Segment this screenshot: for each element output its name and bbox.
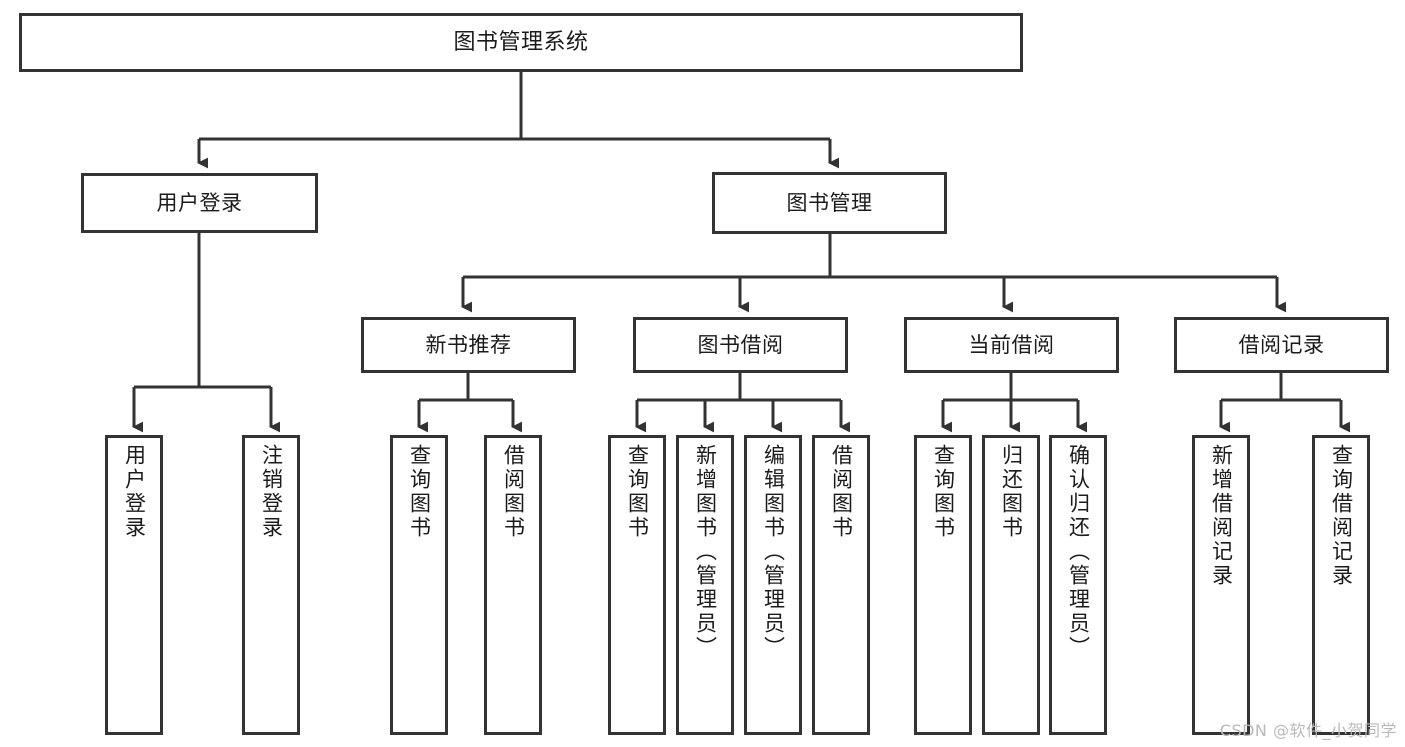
node-label: 图书管理系统	[453, 29, 589, 55]
node-leaf-current-return-book[interactable]: 归还图书	[982, 435, 1040, 735]
node-leaf-current-query-book[interactable]: 查询图书	[914, 435, 972, 735]
node-leaf-borrow-edit-book-admin[interactable]: 编辑图书（管理员）	[744, 435, 802, 735]
node-leaf-logout[interactable]: 注销登录	[242, 435, 300, 735]
node-label: 借阅记录	[1238, 332, 1325, 357]
node-leaf-borrow-add-book-admin[interactable]: 新增图书（管理员）	[676, 435, 734, 735]
node-book-management[interactable]: 图书管理	[712, 172, 947, 234]
node-label: 查询图书	[625, 444, 650, 540]
node-leaf-borrow-borrow-book[interactable]: 借阅图书	[812, 435, 870, 735]
node-leaf-newbook-borrow-book[interactable]: 借阅图书	[484, 435, 542, 735]
node-label: 新增图书（管理员）	[693, 444, 718, 660]
node-label: 用户登录	[156, 190, 243, 215]
node-label: 新增借阅记录	[1209, 444, 1234, 588]
node-label: 注销登录	[259, 444, 284, 540]
node-borrow-record[interactable]: 借阅记录	[1174, 317, 1389, 373]
node-label: 查询图书	[407, 444, 432, 540]
node-label: 查询借阅记录	[1329, 444, 1354, 588]
node-label: 借阅图书	[829, 444, 854, 540]
node-current-borrow[interactable]: 当前借阅	[904, 317, 1119, 373]
node-label: 图书管理	[786, 190, 873, 215]
node-leaf-user-login[interactable]: 用户登录	[105, 435, 163, 735]
node-book-borrow[interactable]: 图书借阅	[633, 317, 848, 373]
node-leaf-record-add-record[interactable]: 新增借阅记录	[1192, 435, 1250, 735]
node-label: 借阅图书	[501, 444, 526, 540]
node-label: 新书推荐	[425, 332, 512, 357]
node-leaf-newbook-query-book[interactable]: 查询图书	[390, 435, 448, 735]
node-user-login[interactable]: 用户登录	[81, 173, 318, 233]
node-new-book-recommend[interactable]: 新书推荐	[361, 317, 576, 373]
node-leaf-borrow-query-book[interactable]: 查询图书	[608, 435, 666, 735]
node-label: 当前借阅	[968, 332, 1055, 357]
node-leaf-record-query-record[interactable]: 查询借阅记录	[1312, 435, 1370, 735]
node-label: 编辑图书（管理员）	[761, 444, 786, 660]
node-label: 查询图书	[931, 444, 956, 540]
node-label: 用户登录	[122, 444, 147, 540]
node-leaf-current-confirm-return-admin[interactable]: 确认归还（管理员）	[1049, 435, 1107, 735]
node-root-book-management-system[interactable]: 图书管理系统	[19, 13, 1023, 72]
node-label: 归还图书	[999, 444, 1024, 540]
node-label: 确认归还（管理员）	[1066, 444, 1091, 660]
node-label: 图书借阅	[697, 332, 784, 357]
